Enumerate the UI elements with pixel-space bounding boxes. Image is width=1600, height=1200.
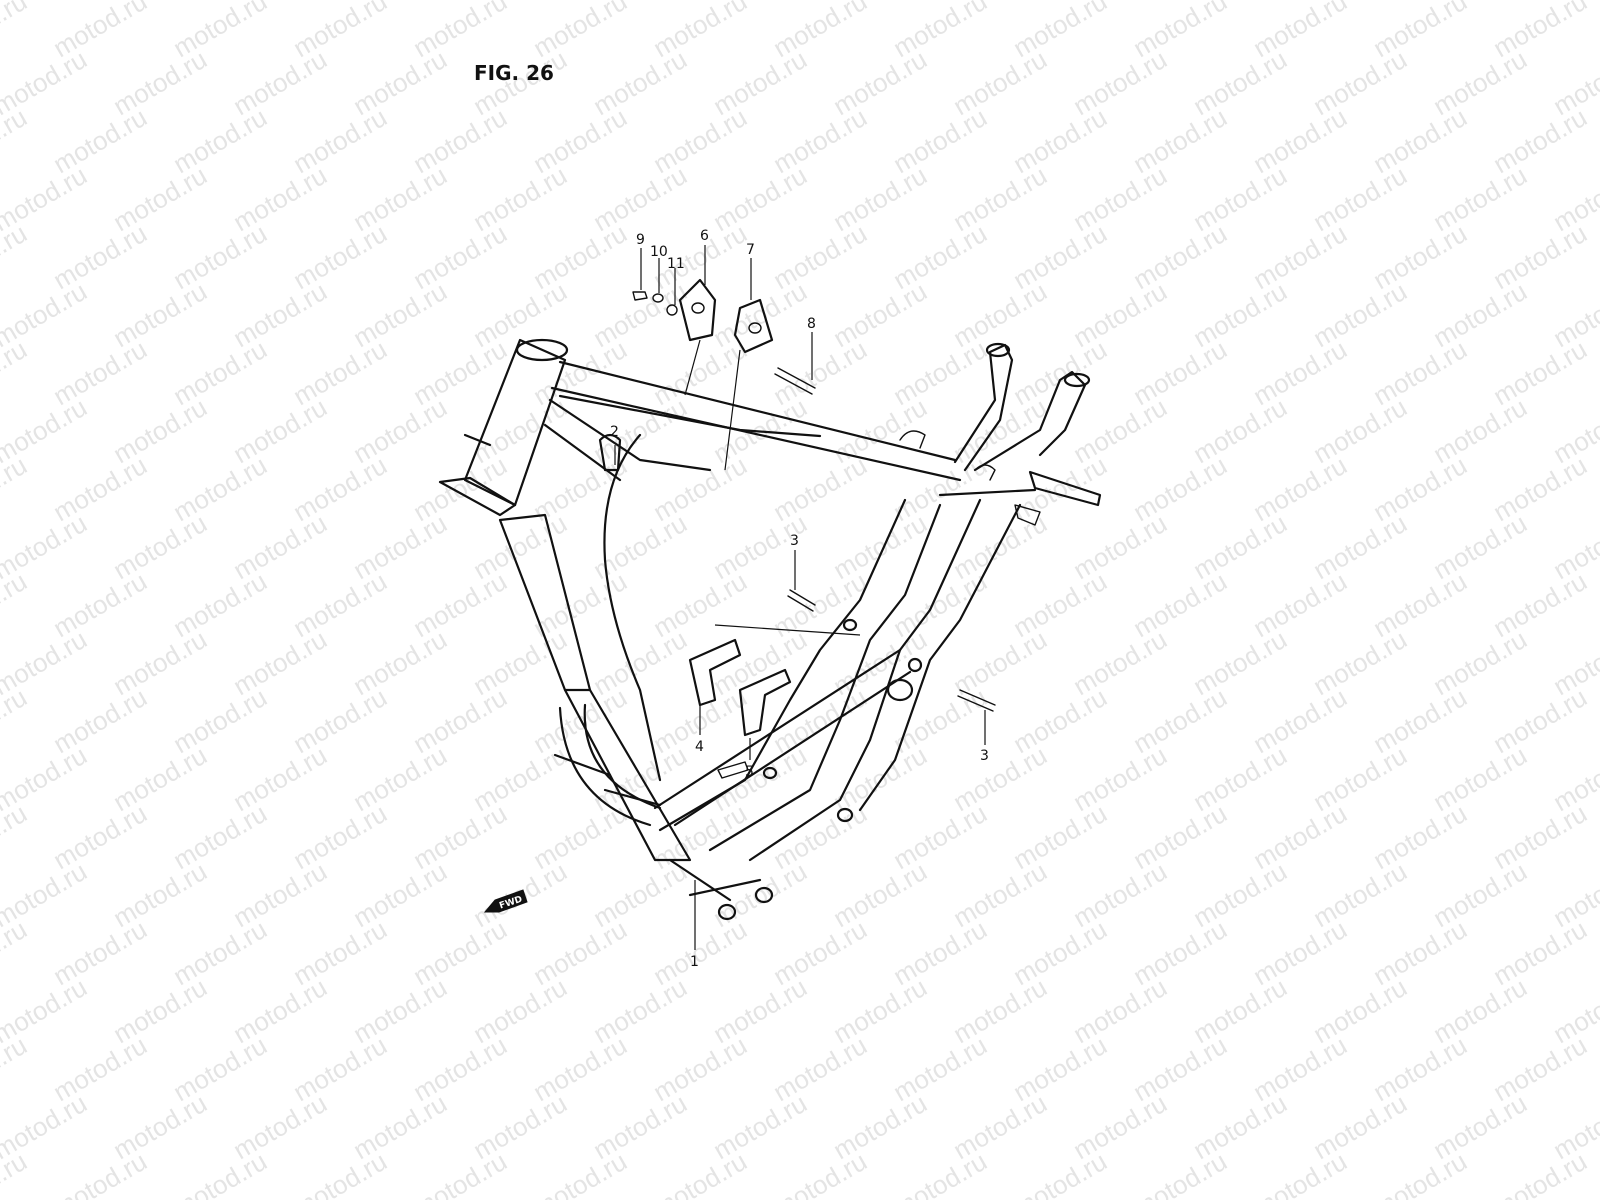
pivot-boss xyxy=(886,678,914,702)
nut-9 xyxy=(632,291,648,301)
watermark-text: motod.ru xyxy=(1488,1146,1592,1200)
bracket-5-lower xyxy=(717,761,749,779)
cable-clamp-1 xyxy=(899,430,926,449)
watermark-text: motod.ru xyxy=(0,798,32,875)
cable-clamp-2 xyxy=(974,464,996,481)
bottom-pivot-left xyxy=(717,903,737,921)
seat-rail-right xyxy=(973,370,1087,472)
steering-head-top xyxy=(515,338,569,362)
watermark-text: motod.ru xyxy=(0,566,32,643)
watermark-text: motod.ru xyxy=(0,0,32,63)
mount-hole-a xyxy=(907,657,923,673)
watermark-text: motod.ru xyxy=(0,914,32,991)
watermark-text: motod.ru xyxy=(408,1146,512,1200)
callout-9: 9 xyxy=(636,232,645,248)
mount-plate-6-hole xyxy=(691,302,705,314)
callout-5: 5 xyxy=(745,764,754,780)
watermark-text: motod.ru xyxy=(0,218,32,295)
watermark-text: motod.ru xyxy=(888,1146,992,1200)
bracket-2 xyxy=(598,433,622,472)
bolt-8 xyxy=(774,367,816,395)
watermark-text: motod.ru xyxy=(0,682,32,759)
fwd-arrow-icon xyxy=(483,889,528,913)
figure-title: FIG. 26 xyxy=(474,61,554,85)
watermark-text: motod.ru xyxy=(1008,1146,1112,1200)
steering-head-bottom xyxy=(438,476,517,517)
callout-4: 4 xyxy=(695,739,704,755)
front-stub xyxy=(463,433,492,447)
upper-crossmember xyxy=(558,394,822,438)
callout-labels: 1 2 3 3 4 5 6 7 8 9 10 11 xyxy=(610,228,989,970)
callout-8: 8 xyxy=(807,316,816,332)
callout-7: 7 xyxy=(746,242,755,258)
motorcycle-frame-drawing xyxy=(438,278,1102,921)
washer-10 xyxy=(652,293,664,303)
watermark-text: motod.ru xyxy=(168,1146,272,1200)
mount-hole-b xyxy=(842,618,858,632)
callout-3b: 3 xyxy=(980,748,989,764)
mount-plate-6 xyxy=(678,278,717,342)
exhaust-mount xyxy=(553,753,662,807)
seat-rail-end-left xyxy=(985,342,1011,358)
lower-cross-member xyxy=(653,648,912,827)
watermark-text: motod.ru xyxy=(528,1146,632,1200)
callout-11: 11 xyxy=(667,256,685,272)
watermark-text: motod.ru xyxy=(768,1146,872,1200)
watermark-text: motod.ru xyxy=(48,1146,152,1200)
rear-vertical-right xyxy=(858,503,1022,812)
rear-cross-bar xyxy=(938,488,1037,497)
mount-hole-c xyxy=(836,807,854,823)
callout-10: 10 xyxy=(650,244,668,260)
footrest-lower xyxy=(668,858,762,902)
watermark-text: motod.ru xyxy=(0,1030,32,1107)
rear-bracket xyxy=(1014,504,1041,526)
bolt-3-lower xyxy=(957,689,996,712)
callout-6: 6 xyxy=(700,228,709,244)
fwd-arrow: FWD xyxy=(483,889,528,913)
watermark-text: motod.ru xyxy=(0,102,32,179)
callout-2: 2 xyxy=(610,424,619,440)
bracket-5 xyxy=(738,668,792,737)
watermark-text: motod.ru xyxy=(1128,1146,1232,1200)
callout-1: 1 xyxy=(690,954,699,970)
rear-spindle xyxy=(1028,470,1102,507)
mount-hole-d xyxy=(762,766,778,780)
watermark-text: motod.ru xyxy=(0,334,32,411)
washer-11 xyxy=(666,304,678,316)
rear-vertical-left xyxy=(748,498,982,862)
mount-plate-7-hole xyxy=(748,322,762,334)
watermark-text: motod.ru xyxy=(0,450,32,527)
top-backbone-tube xyxy=(550,360,962,482)
bolt-3-upper xyxy=(787,589,816,612)
watermark-text: motod.ru xyxy=(648,1146,752,1200)
seat-rail-end-right xyxy=(1063,372,1091,388)
mount-plate-7 xyxy=(733,298,774,354)
watermark-text: motod.ru xyxy=(0,1146,32,1200)
watermark-text: motod.ru xyxy=(1248,1146,1352,1200)
leader-lines xyxy=(614,245,986,950)
bottom-pivot-right xyxy=(754,886,774,904)
watermark-text: motod.ru xyxy=(288,1146,392,1200)
callout-3a: 3 xyxy=(790,533,799,549)
watermark-text: motod.ru xyxy=(1368,1146,1472,1200)
